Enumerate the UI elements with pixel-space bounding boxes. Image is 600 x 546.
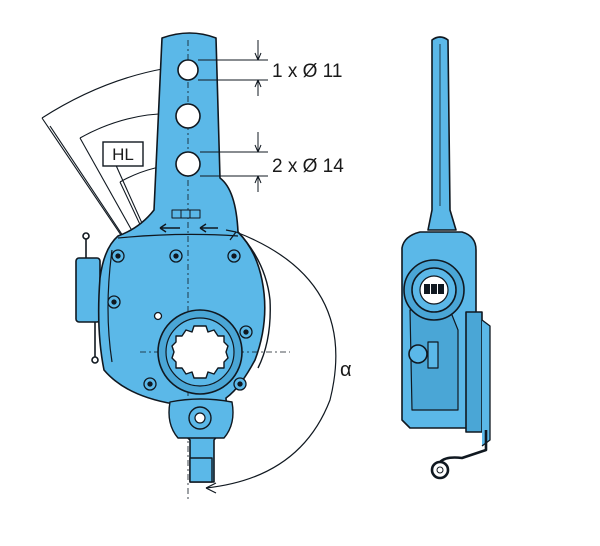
return-hook bbox=[439, 430, 488, 463]
bolt-icon bbox=[143, 377, 157, 391]
housing-top-edge bbox=[117, 233, 239, 239]
rotation-angle-arc bbox=[205, 231, 337, 489]
spline-hub bbox=[157, 309, 243, 395]
manufacturer-logo bbox=[403, 259, 465, 321]
hl-tag-label: HL bbox=[112, 145, 134, 164]
angle-label: α bbox=[340, 359, 352, 381]
bolt-icon bbox=[239, 325, 253, 339]
manual-adjust-clip bbox=[75, 232, 101, 364]
hole-14-bottom bbox=[175, 151, 201, 177]
hole-spec-top: 1 x Ø 11 bbox=[272, 61, 342, 82]
arrowhead-icon bbox=[225, 229, 237, 241]
side-knob bbox=[408, 344, 428, 364]
side-view bbox=[401, 36, 491, 480]
bolt-icon bbox=[169, 249, 183, 263]
bolt-icon bbox=[227, 249, 241, 263]
bolt-icon bbox=[107, 295, 121, 309]
housing-bolts bbox=[107, 249, 253, 391]
side-plate bbox=[465, 311, 483, 433]
housing-left-edge bbox=[107, 249, 113, 363]
housing-edge bbox=[237, 231, 271, 369]
hook-ring bbox=[430, 460, 450, 480]
spline-bore bbox=[171, 325, 229, 379]
side-arm bbox=[427, 36, 457, 231]
dimension-lines bbox=[198, 40, 268, 192]
front-view bbox=[41, 32, 337, 500]
hl-tag: HL bbox=[102, 141, 144, 167]
arrowhead-icon bbox=[205, 482, 217, 494]
hole-11-top bbox=[177, 59, 199, 81]
hole-14-middle bbox=[175, 103, 201, 129]
worm-end bbox=[168, 398, 234, 483]
arm-holes bbox=[175, 59, 201, 177]
bolt-icon bbox=[233, 377, 247, 391]
bolt-icon bbox=[153, 311, 163, 321]
direction-marking bbox=[159, 209, 218, 233]
hole-spec-bottom: 2 x Ø 14 bbox=[272, 156, 344, 177]
bolt-icon bbox=[111, 249, 125, 263]
